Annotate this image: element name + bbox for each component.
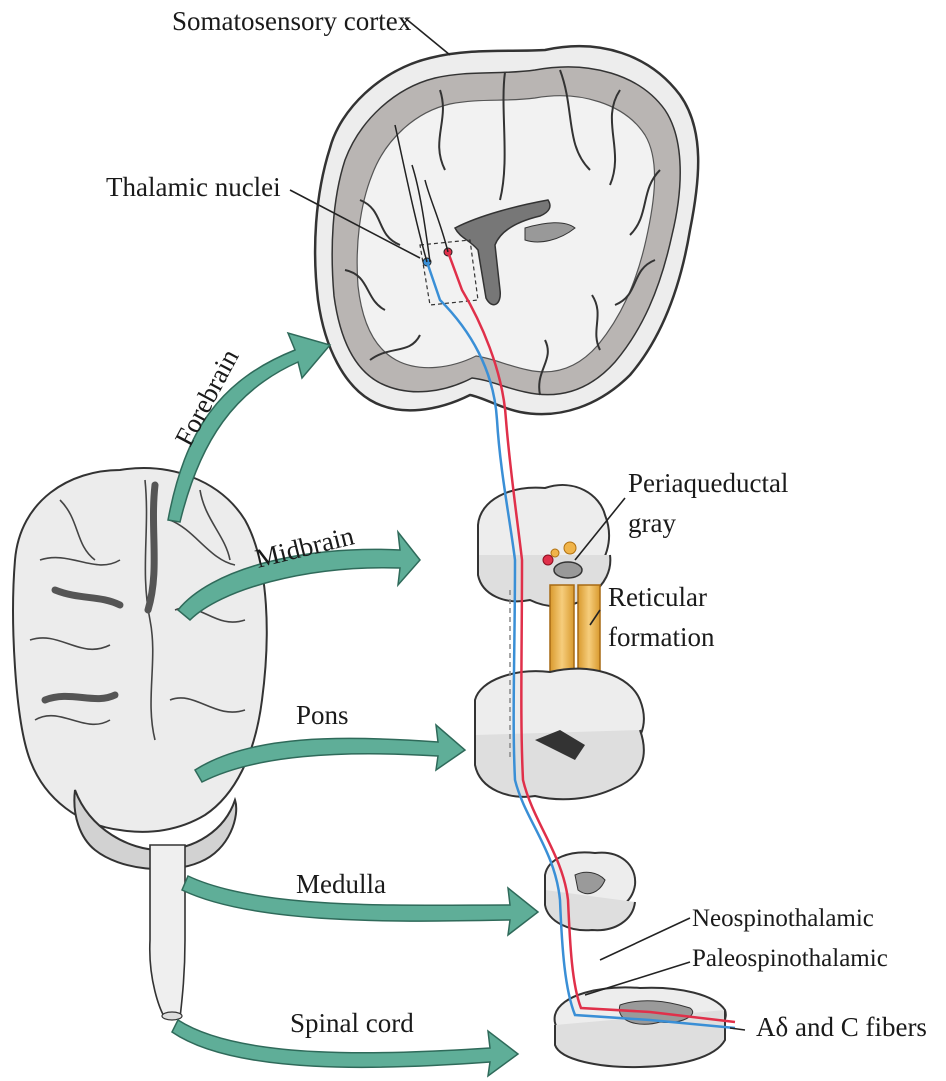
label-pons: Pons: [296, 700, 349, 730]
forebrain-section: [315, 46, 698, 414]
label-periaqueductal-gray-line1: Periaqueductal: [628, 468, 788, 498]
label-reticular-formation-line1: Reticular: [608, 582, 707, 612]
label-fibers: Aδ and C fibers: [756, 1012, 927, 1042]
label-somatosensory-cortex: Somatosensory cortex: [172, 6, 412, 36]
label-periaqueductal-gray-line2: gray: [628, 508, 676, 538]
label-neospinothalamic: Neospinothalamic: [692, 905, 874, 932]
label-medulla: Medulla: [296, 869, 386, 899]
spinal-cord-section: [555, 987, 726, 1067]
label-spinal-cord: Spinal cord: [290, 1008, 414, 1038]
label-reticular-formation-line2: formation: [608, 622, 715, 652]
label-thalamic-nuclei: Thalamic nuclei: [106, 172, 281, 202]
label-paleospinothalamic: Paleospinothalamic: [692, 945, 888, 972]
pons-section: [475, 669, 644, 800]
whole-brain-illustration: [13, 468, 267, 1020]
